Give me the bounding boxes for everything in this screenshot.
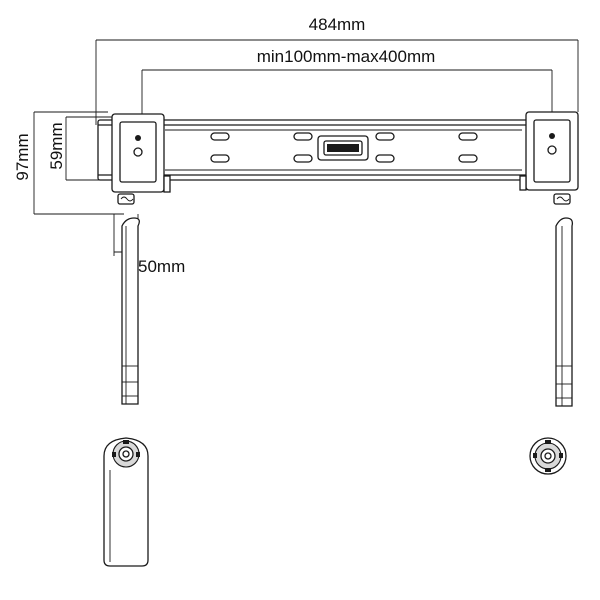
dimension-rail-height: 59mm xyxy=(47,116,120,181)
wall-rail xyxy=(97,119,577,181)
dimension-total-height: 97mm xyxy=(13,111,124,215)
knob-part xyxy=(529,437,567,475)
vesa-range-label: min100mm-max400mm xyxy=(257,47,436,66)
left-safety-arm xyxy=(121,217,140,405)
right-bracket xyxy=(519,111,579,205)
long-spacer-part xyxy=(103,437,149,567)
dimension-overall-width: 484mm xyxy=(95,15,579,125)
overall-width-label: 484mm xyxy=(309,15,366,34)
rail-slots xyxy=(210,132,478,163)
arm-offset-label: 50mm xyxy=(138,257,185,276)
rail-height-label: 59mm xyxy=(47,122,66,169)
center-lock-handle xyxy=(317,135,369,161)
left-bracket xyxy=(111,113,171,205)
dimension-vesa-range: min100mm-max400mm xyxy=(141,47,553,128)
right-safety-arm xyxy=(555,217,574,407)
total-height-label: 97mm xyxy=(13,133,32,180)
